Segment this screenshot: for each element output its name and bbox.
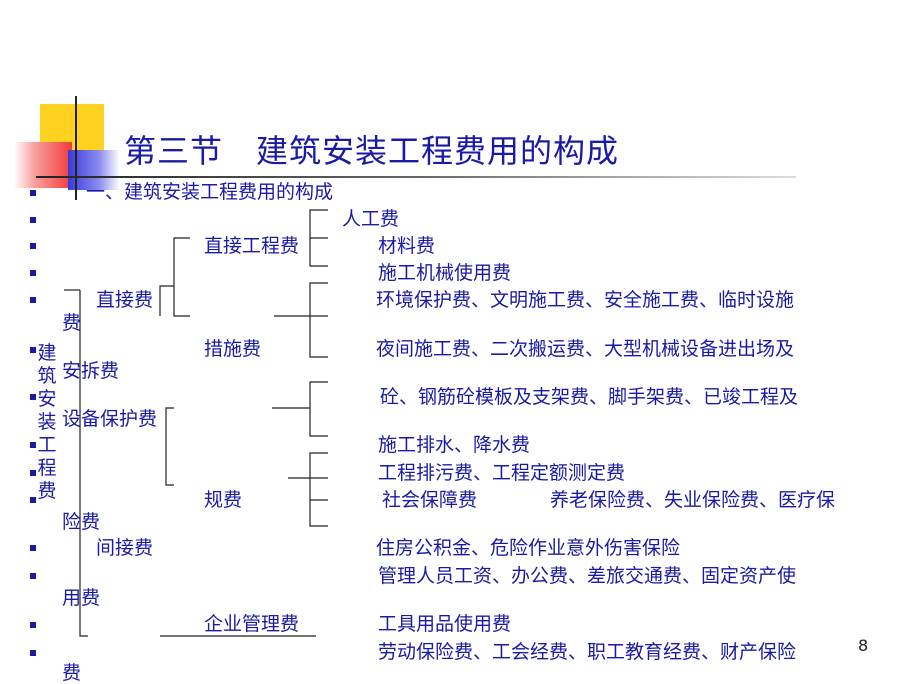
item-direct-engineering: 直接工程费 <box>204 235 300 257</box>
bullet <box>30 442 36 448</box>
item-formwork: 砼、钢筋砼模板及支架费、脚手架费、已竣工程及 <box>380 386 799 408</box>
item-tools: 工具用品使用费 <box>378 613 512 635</box>
item-pollution: 工程排污费、工程定额测定费 <box>378 462 626 484</box>
item-indirect-cost: 间接费 <box>96 537 154 559</box>
item-env-protection: 环境保护费、文明施工费、安全施工费、临时设施 <box>376 289 795 311</box>
item-social-security: 社会保障费 <box>382 489 478 511</box>
item-machinery: 施工机械使用费 <box>378 262 512 284</box>
deco-horizontal-line <box>36 176 796 178</box>
bullet <box>30 622 36 628</box>
bullet <box>30 243 36 249</box>
item-material: 材料费 <box>378 235 436 257</box>
bullet <box>30 394 36 400</box>
bullet <box>30 545 36 551</box>
item-direct-cost: 直接费 <box>96 289 154 311</box>
bullet <box>30 190 36 196</box>
bullet <box>30 650 36 656</box>
bullet <box>30 347 36 353</box>
item-fees: 规费 <box>204 489 243 511</box>
bullet <box>30 270 36 276</box>
item-labor-insurance: 劳动保险费、工会经费、职工教育经费、财产保险 <box>378 641 797 663</box>
item-formwork-cont: 设备保护费 <box>62 408 158 430</box>
item-enterprise-mgmt: 企业管理费 <box>204 613 300 635</box>
bullet <box>30 470 36 476</box>
item-labor-insurance-cont: 费 <box>62 662 82 684</box>
bullet <box>30 497 36 503</box>
root-label-vertical: 建筑安装工程费 <box>37 342 57 502</box>
item-env-cont: 费 <box>62 312 82 334</box>
item-drainage: 施工排水、降水费 <box>378 434 531 456</box>
item-measures: 措施费 <box>204 338 262 360</box>
bullet <box>30 217 36 223</box>
deco-red-block <box>14 142 72 188</box>
bullet <box>30 297 36 303</box>
item-management-wages: 管理人员工资、办公费、差旅交通费、固定资产使 <box>378 565 797 587</box>
item-night-work: 夜间施工费、二次搬运费、大型机械设备进出场及 <box>376 338 795 360</box>
heading-line: 一、建筑安装工程费用的构成 <box>86 181 334 203</box>
slide-title: 第三节 建筑安装工程费用的构成 <box>124 132 620 170</box>
page-number: 8 <box>858 636 869 655</box>
item-housing-fund: 住房公积金、危险作业意外伤害保险 <box>376 537 681 559</box>
item-insurance-cont: 险费 <box>62 511 101 533</box>
item-insurance: 养老保险费、失业保险费、医疗保 <box>550 489 836 511</box>
bullet <box>30 573 36 579</box>
item-night-cont: 安拆费 <box>62 360 120 382</box>
deco-vertical-line <box>75 96 77 200</box>
item-management-cont: 用费 <box>62 587 101 609</box>
item-labor: 人工费 <box>342 208 400 230</box>
